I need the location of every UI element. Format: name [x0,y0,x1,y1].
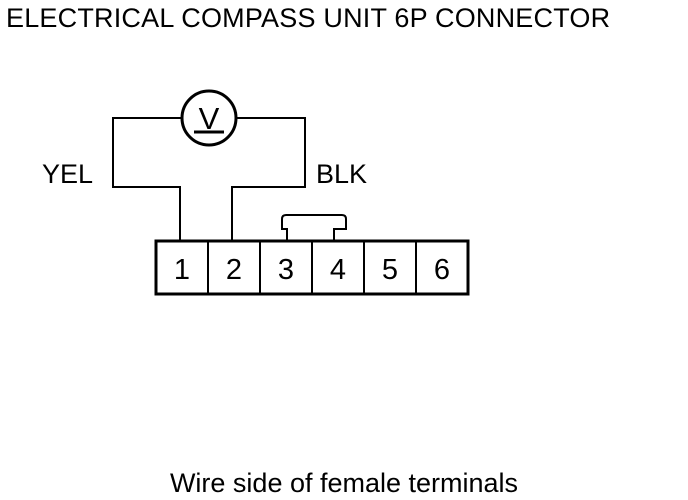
wire-yel [112,117,181,241]
terminal-2: 2 [226,254,242,286]
diagram-caption: Wire side of female terminals [169,468,519,498]
terminal-5: 5 [382,254,398,286]
jumper-wire [281,214,347,241]
wire-blk [231,117,306,241]
connector-housing [154,239,470,296]
wire-label-blk: BLK [316,159,367,189]
voltmeter-icon: V [180,89,238,147]
voltmeter-symbol: V [199,101,220,136]
diagram-title: ELECTRICAL COMPASS UNIT 6P CONNECTOR [6,3,611,33]
terminal-3: 3 [278,254,294,286]
wire-label-yel: YEL [42,159,93,189]
voltmeter-wiring [112,117,306,241]
terminal-1: 1 [174,254,190,286]
terminal-numbers: 1 2 3 4 5 6 [174,254,450,286]
terminal-4: 4 [330,254,346,286]
terminal-6: 6 [434,254,450,286]
